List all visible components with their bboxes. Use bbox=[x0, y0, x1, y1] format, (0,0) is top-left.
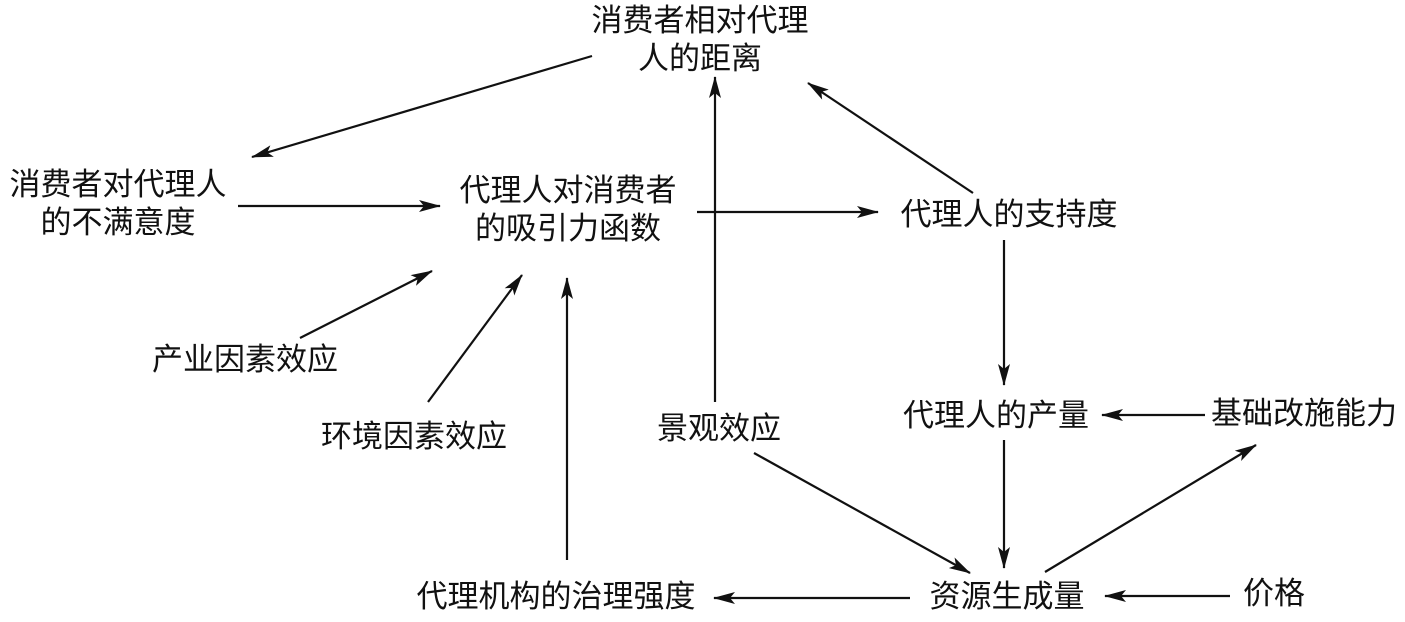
node-label-line: 产业因素效应 bbox=[152, 342, 338, 378]
node-label-line: 代理人的产量 bbox=[903, 398, 1089, 434]
node-label-line: 资源生成量 bbox=[929, 579, 1085, 615]
node-label-line: 环境因素效应 bbox=[321, 419, 507, 455]
node-industry-effect: 产业因素效应 bbox=[140, 341, 350, 379]
node-label-line: 代理人的支持度 bbox=[900, 197, 1118, 233]
node-label-line: 人的距离 bbox=[638, 41, 762, 77]
node-consumer-distance: 消费者相对代理 人的距离 bbox=[550, 2, 850, 78]
node-label-line: 消费者相对代理 bbox=[591, 3, 809, 39]
node-governance: 代理机构的治理强度 bbox=[400, 578, 712, 616]
edge-env-effect-to-attraction bbox=[427, 274, 523, 403]
node-attraction: 代理人对消费者 的吸引力函数 bbox=[440, 172, 696, 248]
node-label-line: 的不满意度 bbox=[40, 205, 196, 241]
node-dissatisfaction: 消费者对代理人 的不满意度 bbox=[0, 166, 236, 242]
node-label-line: 基础改施能力 bbox=[1211, 396, 1397, 432]
node-infrastructure: 基础改施能力 bbox=[1203, 395, 1405, 433]
node-label-line: 价格 bbox=[1243, 576, 1305, 612]
node-support: 代理人的支持度 bbox=[884, 196, 1134, 234]
node-agent-output: 代理人的产量 bbox=[890, 397, 1102, 435]
node-env-effect: 环境因素效应 bbox=[308, 418, 520, 456]
node-label-line: 代理人对消费者 bbox=[459, 173, 677, 209]
edge-resource-to-infrastructure bbox=[1044, 444, 1257, 573]
node-price: 价格 bbox=[1234, 575, 1314, 613]
node-resource: 资源生成量 bbox=[912, 578, 1102, 616]
node-landscape-effect: 景观效应 bbox=[644, 410, 794, 448]
edge-landscape-effect-to-resource bbox=[753, 452, 971, 574]
node-label-line: 景观效应 bbox=[657, 411, 781, 447]
node-label-line: 的吸引力函数 bbox=[475, 211, 661, 247]
edge-industry-effect-to-attraction bbox=[299, 270, 433, 339]
node-label-line: 代理机构的治理强度 bbox=[416, 579, 696, 615]
edge-consumer-distance-to-dissatisfaction bbox=[251, 54, 593, 159]
edge-support-to-consumer-distance bbox=[807, 82, 974, 194]
node-label-line: 消费者对代理人 bbox=[9, 167, 227, 203]
